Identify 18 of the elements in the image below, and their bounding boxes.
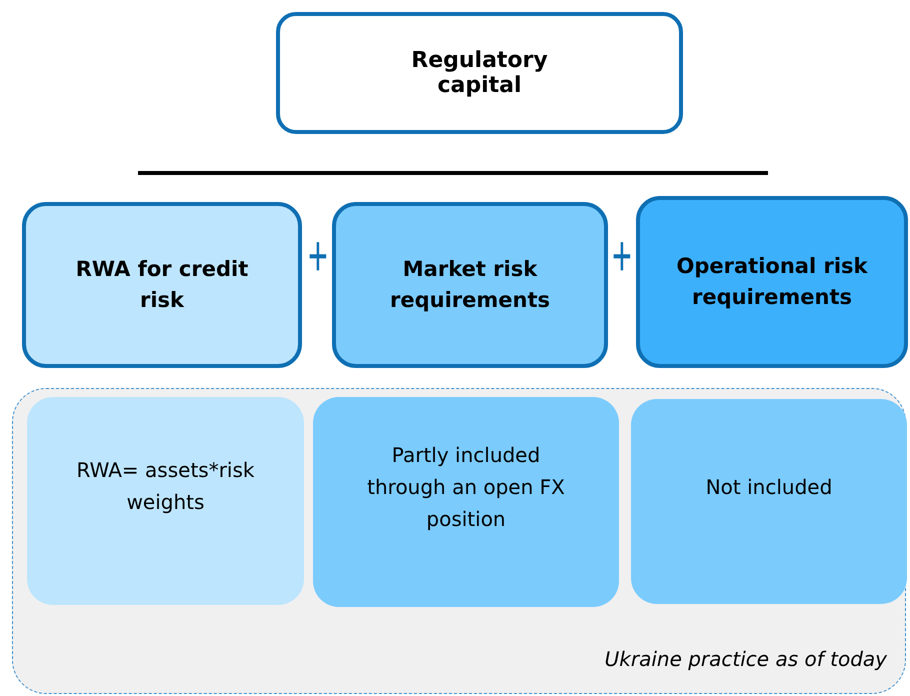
node-text: RWA for credit risk: [74, 256, 250, 314]
capital-box: [276, 12, 683, 134]
node-text: Regulatory capital: [410, 48, 549, 98]
node-text: Market risk requirements: [389, 256, 551, 314]
practice-panel: [12, 388, 906, 694]
practice-box: [313, 397, 619, 607]
plus-sign: +: [308, 228, 328, 286]
node-text: RWA= assets*risk weights: [75, 457, 256, 516]
risk-box: [636, 196, 908, 368]
node-text: Operational risk requirements: [676, 252, 869, 311]
practice-box: [631, 399, 907, 604]
panel-caption: Ukraine practice as of today: [604, 647, 887, 671]
node-text: Not included: [706, 474, 832, 500]
risk-box: [332, 202, 608, 368]
practice-box: [27, 397, 304, 605]
plus-sign: +: [612, 228, 632, 286]
node-text: Partly included through an open FX position: [366, 442, 566, 533]
risk-box: [22, 202, 302, 368]
